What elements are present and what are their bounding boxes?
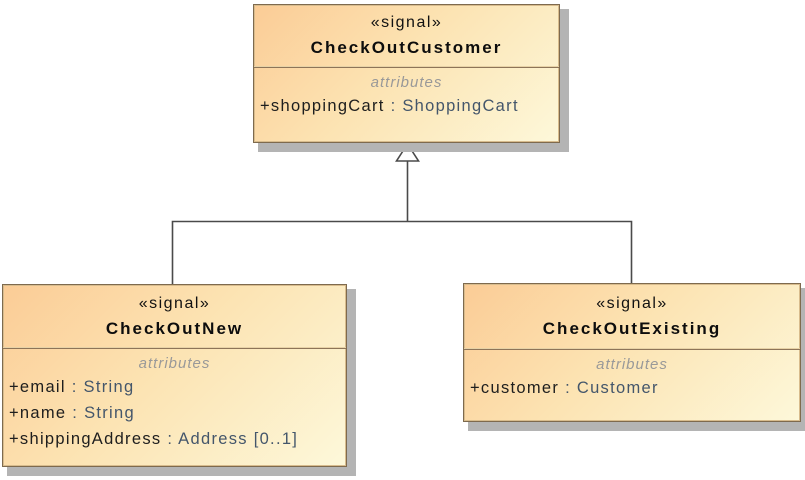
attributes-compartment: attributes +customer : Customer: [464, 350, 800, 401]
attribute-row[interactable]: +email : String: [9, 374, 340, 400]
attribute-row[interactable]: +shippingAddress : Address [0..1]: [9, 426, 340, 452]
stereotype-label: «signal»: [138, 294, 211, 312]
attributes-compartment: attributes +email : String +name : Strin…: [3, 349, 346, 452]
attribute-name: +shoppingCart: [260, 97, 385, 115]
class-name: CheckOutNew: [105, 318, 244, 338]
class-box-checkoutnew[interactable]: «signal» CheckOutNew attributes +email :…: [2, 284, 347, 467]
class-name: CheckOutExisting: [542, 318, 722, 338]
generalization-arrowhead-icon[interactable]: [395, 142, 420, 162]
attribute-type: : ShoppingCart: [384, 97, 519, 115]
attribute-type: : Address [0..1]: [161, 430, 299, 448]
attribute-type: : String: [66, 404, 135, 422]
attributes-compartment-label: attributes: [596, 356, 668, 373]
attributes-compartment: attributes +shoppingCart : ShoppingCart: [254, 68, 559, 119]
class-header: «signal» CheckOutNew: [3, 285, 346, 349]
attribute-name: +shippingAddress: [9, 430, 162, 448]
class-name: CheckOutCustomer: [310, 38, 503, 57]
attributes-compartment-label: attributes: [370, 74, 443, 91]
attribute-row[interactable]: +customer : Customer: [470, 375, 794, 401]
attribute-name: +name: [9, 404, 67, 422]
attribute-row[interactable]: +shoppingCart : ShoppingCart: [260, 93, 553, 119]
attribute-type: : Customer: [559, 379, 659, 397]
attribute-name: +email: [9, 378, 66, 396]
class-box-checkoutcustomer[interactable]: «signal» CheckOutCustomer attributes +sh…: [253, 4, 560, 143]
attribute-name: +customer: [470, 379, 560, 397]
attribute-row[interactable]: +name : String: [9, 400, 340, 426]
stereotype-label: «signal»: [370, 14, 443, 31]
attribute-type: : String: [65, 378, 135, 396]
attributes-compartment-label: attributes: [138, 355, 211, 372]
class-header: «signal» CheckOutExisting: [464, 284, 800, 350]
class-header: «signal» CheckOutCustomer: [254, 5, 559, 68]
stereotype-label: «signal»: [596, 294, 668, 312]
generalization-connector-line[interactable]: [171, 220, 633, 285]
class-box-checkoutexisting[interactable]: «signal» CheckOutExisting attributes +cu…: [463, 283, 801, 422]
